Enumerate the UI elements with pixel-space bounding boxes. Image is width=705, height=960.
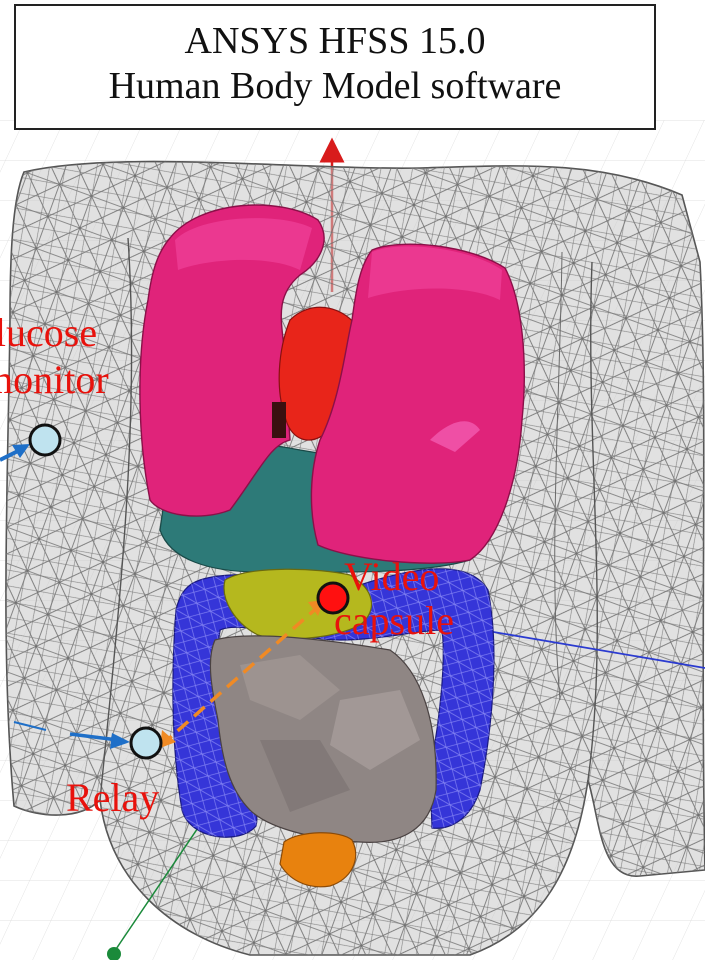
glucose-monitor-label-line1: Glucose: [0, 313, 97, 353]
relay-node: [131, 728, 161, 758]
title-box: ANSYS HFSS 15.0 Human Body Model softwar…: [14, 4, 656, 130]
glucose-monitor-label-line2: monitor: [0, 360, 109, 400]
title-model-name: Human Body Model software: [16, 63, 654, 109]
relay-label: Relay: [66, 778, 159, 818]
video-capsule-label-line2: capsule: [334, 601, 454, 641]
glucose-monitor-node: [30, 425, 60, 455]
title-software-version: ANSYS HFSS 15.0: [16, 19, 654, 63]
video-capsule-label-line1: Video: [344, 557, 439, 597]
